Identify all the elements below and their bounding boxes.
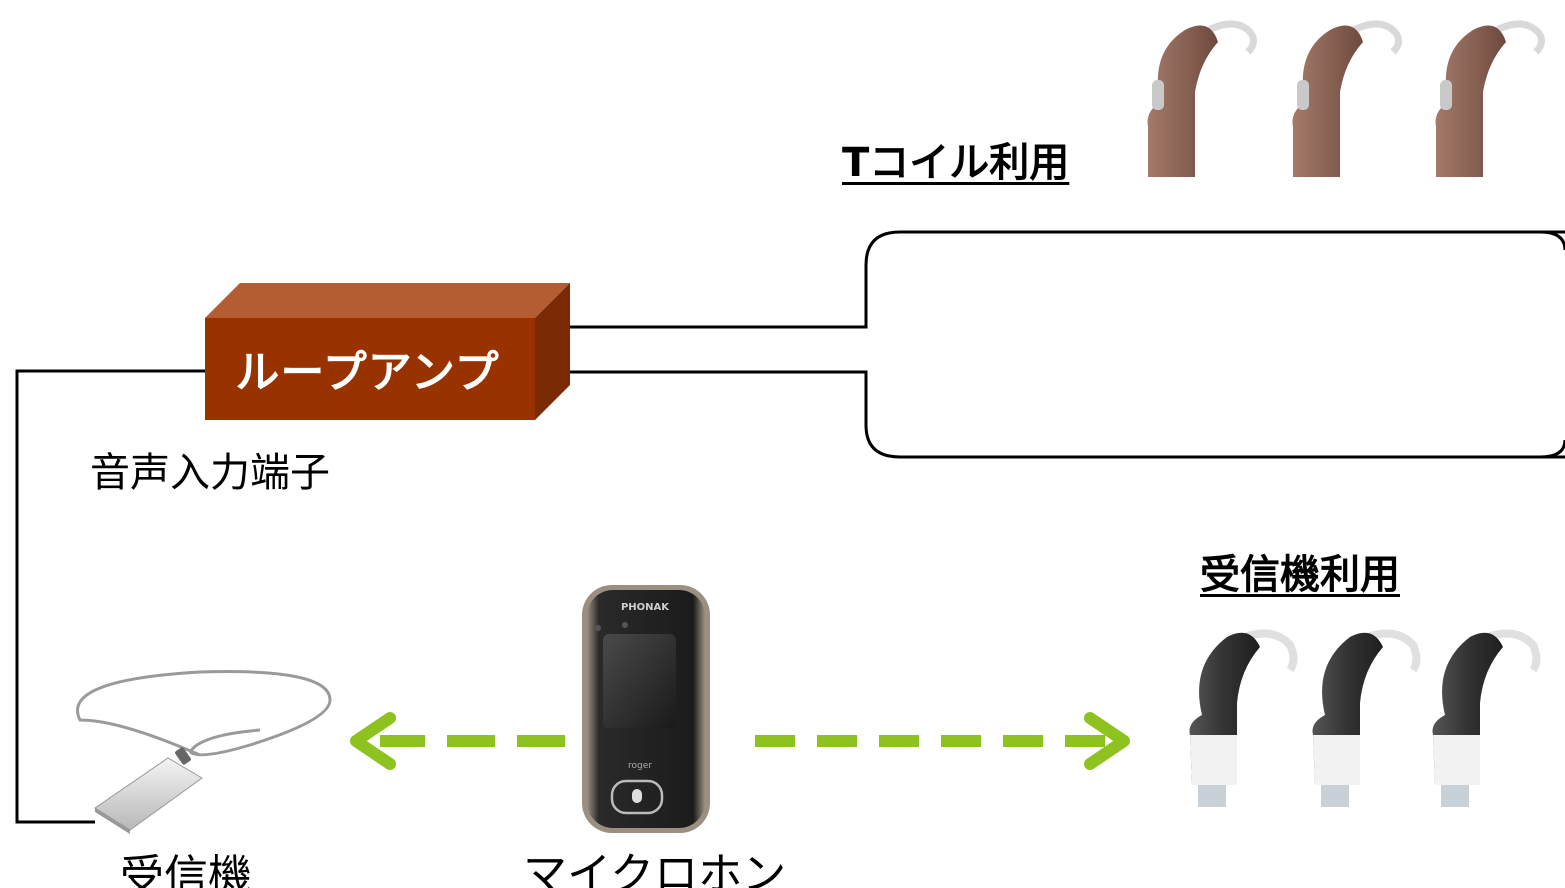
receiver-hearing-aid-3 bbox=[1432, 629, 1541, 807]
arrow-to-receiver bbox=[350, 712, 565, 770]
microphone-device bbox=[582, 585, 710, 833]
microphone-label: マイクロホン bbox=[523, 849, 787, 888]
loop-amp-box bbox=[205, 283, 570, 420]
loop-cable bbox=[568, 230, 1565, 329]
audio-input-label: 音声入力端子 bbox=[90, 450, 330, 496]
arrow-to-hearing-aids bbox=[755, 712, 1130, 770]
tcoil-hearing-aid-2 bbox=[1292, 20, 1402, 178]
tcoil-hearing-aid-1 bbox=[1147, 20, 1257, 178]
microphone-model-text: roger bbox=[628, 761, 652, 771]
loop-cable-lower bbox=[568, 370, 1565, 459]
microphone-brand-text: PHONAK bbox=[621, 602, 670, 613]
loop-amp-label: ループアンプ bbox=[235, 347, 500, 398]
tcoil-hearing-aid-3 bbox=[1435, 20, 1545, 178]
input-cable bbox=[15, 369, 205, 824]
receiver-hearing-aid-2 bbox=[1312, 629, 1421, 807]
receiver-hearing-aid-1 bbox=[1189, 629, 1298, 807]
receiver-usage-heading: 受信機利用 bbox=[1200, 552, 1400, 598]
loop-cable-right bbox=[1539, 230, 1565, 459]
receiver-device bbox=[76, 670, 332, 834]
receiver-label: 受信機 bbox=[120, 851, 252, 888]
tcoil-usage-heading: Tコイル利用 bbox=[842, 140, 1070, 186]
